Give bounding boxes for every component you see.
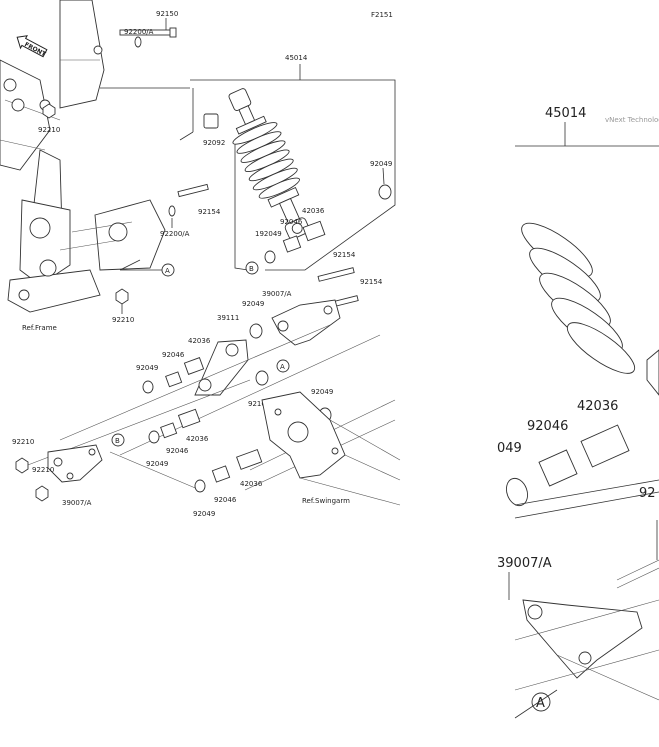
rocker-arm-top (271, 299, 341, 346)
tie-rod-39111 (194, 339, 249, 396)
label-92154-a: 92154 (333, 251, 356, 259)
label-92092: 92092 (203, 139, 225, 147)
label-92046-mid: 92046 (166, 447, 189, 455)
label-92210-left: 92210 (12, 438, 34, 446)
figure-code: F2151 (371, 11, 393, 19)
part-42036-mid (177, 408, 201, 429)
label-39111: 39111 (217, 314, 239, 322)
label-39007a-bottom: 39007/A (62, 499, 92, 507)
zoom-rocker-arm (514, 599, 659, 701)
svg-text:A: A (280, 363, 285, 371)
zoom-shock-spring (521, 222, 659, 396)
zoom-watermark: vNext Technologies (605, 116, 659, 124)
part-92046-shock (282, 235, 302, 253)
label-42036-low: 42036 (240, 480, 263, 488)
swingarm-part (261, 391, 401, 506)
svg-text:B: B (249, 265, 254, 273)
label-92200a-mid: 92200/A (160, 230, 190, 238)
label-45014: 45014 (285, 54, 308, 62)
label-92049-right: 92049 (311, 388, 333, 396)
callout-a-mid (276, 359, 290, 373)
label-39007a-top: 39007/A (262, 290, 292, 298)
svg-text:A: A (536, 696, 545, 711)
label-42036-rocker: 42036 (188, 337, 211, 345)
label-92200a-top: 92200/A (124, 28, 154, 36)
part-42036-rocker (183, 357, 205, 375)
part-921049-washer (255, 370, 269, 386)
label-92210-frame: 92210 (112, 316, 134, 324)
label-42036-mid: 42036 (186, 435, 209, 443)
label-92154-b: 92154 (360, 278, 383, 286)
callout-b-bottom (111, 433, 125, 447)
part-92210-nut-left (15, 457, 29, 474)
zoom-label-39007a: 39007/A (497, 556, 552, 571)
part-92210-nut-bottom (35, 485, 49, 502)
zoom-label-45014: 45014 (545, 106, 586, 121)
zoom-label-92: 92 (639, 486, 656, 501)
part-92049-mid (148, 430, 160, 444)
callout-b-shock (245, 261, 259, 275)
label-92049-shock: 92049 (370, 160, 392, 168)
part-92092-bushing (203, 113, 219, 129)
label-92049-mid: 92049 (146, 460, 168, 468)
part-192049-washer (264, 250, 276, 264)
part-42036-low (236, 449, 263, 470)
label-42036-shock: 42036 (302, 207, 325, 215)
part-92049-washer-shock (378, 184, 392, 200)
part-92049-low (194, 479, 206, 493)
label-92049-rocker: 92049 (242, 300, 264, 308)
zoom-part-049 (506, 477, 528, 507)
label-92210-bottom: 92210 (32, 466, 54, 474)
part-92049-left (142, 380, 154, 394)
zoom-part-92046 (538, 449, 578, 487)
part-92049-rocker (249, 323, 263, 339)
label-92046-rocker: 92046 (162, 351, 185, 359)
part-92046-low (211, 465, 231, 483)
label-92154-upper: 92154 (198, 208, 221, 216)
rocker-arm-bottom (47, 444, 103, 483)
label-92046-shock: 92046 (280, 218, 303, 226)
label-92150: 92150 (156, 10, 178, 18)
svg-text:B: B (115, 437, 120, 445)
label-921049: 921049 (248, 400, 275, 408)
zoom-label-92046: 92046 (527, 419, 568, 434)
zoom-label-049: 049 (497, 441, 522, 456)
part-92210-nut-frame (115, 288, 129, 305)
label-92049-left: 92049 (136, 364, 158, 372)
part-42036-shock (302, 220, 326, 242)
zoom-part-42036 (580, 424, 630, 468)
zoom-label-42036: 42036 (577, 399, 618, 414)
frame-part (0, 0, 166, 313)
bolt-92150 (119, 27, 177, 38)
ref-frame-label: Ref.Frame (22, 324, 57, 332)
part-92046-mid (160, 422, 178, 439)
label-92046-low: 92046 (214, 496, 237, 504)
label-192049: 192049 (255, 230, 282, 238)
zoom-detail-panel: 45014 vNext Technologies 42036 92046 049… (497, 106, 659, 719)
ref-swingarm-label: Ref.Swingarm (302, 497, 350, 505)
svg-text:A: A (165, 267, 170, 275)
label-92210-upper: 92210 (38, 126, 60, 134)
label-92049-low: 92049 (193, 510, 215, 518)
front-arrow-icon: FRONT (16, 35, 48, 58)
part-92046-rocker (165, 371, 183, 388)
shock-absorber (228, 88, 310, 240)
